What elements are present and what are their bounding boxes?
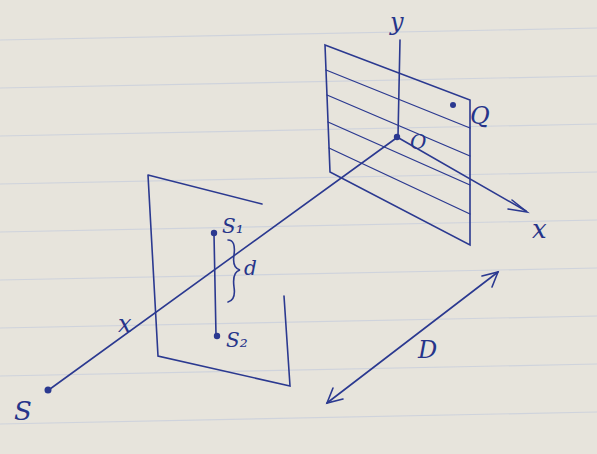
screen-hatching xyxy=(326,70,470,214)
arrowhead xyxy=(327,388,343,403)
bracket xyxy=(228,240,240,302)
points xyxy=(45,102,457,394)
source-label: S xyxy=(14,398,32,424)
point-label: O xyxy=(410,132,426,152)
dimension-line xyxy=(327,272,498,403)
axis-line xyxy=(50,139,395,389)
screen-outline xyxy=(325,45,470,245)
slit-label: S₁ xyxy=(222,216,244,236)
notebook-lines xyxy=(0,28,597,424)
dimension-label: d xyxy=(244,258,257,278)
axis-label: y xyxy=(390,10,404,34)
slit-label: S₂ xyxy=(226,330,248,350)
axis-label: x xyxy=(532,216,547,242)
arrowhead xyxy=(508,200,527,212)
slit-separation xyxy=(214,234,216,335)
dimension-label: D xyxy=(418,338,437,362)
slit-plane xyxy=(148,175,290,386)
point-label: Q xyxy=(470,104,490,128)
y-axis xyxy=(398,40,400,136)
arrowhead xyxy=(482,272,498,287)
distance-label: x xyxy=(118,312,132,336)
